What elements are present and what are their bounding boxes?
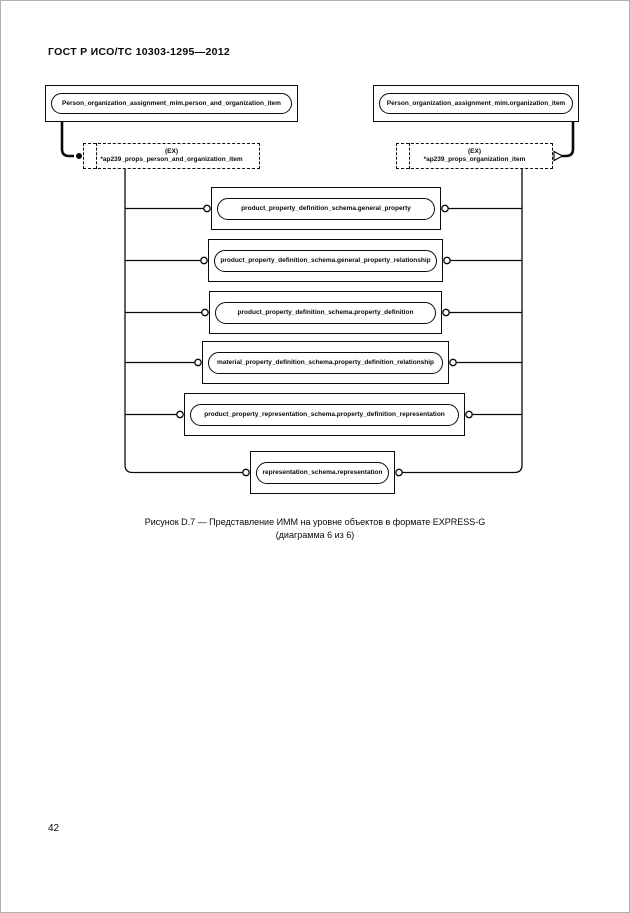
arrow-connector-icon [553, 150, 564, 162]
ref-tag: (EX) [468, 147, 481, 155]
ball-connector-icon [76, 153, 82, 159]
stadium-shape: material_property_definition_schema.prop… [208, 351, 443, 374]
page-number: 42 [48, 823, 60, 834]
stadium-shape: representation_schema.representation [256, 461, 389, 484]
stadium-shape: product_property_representation_schema.p… [190, 403, 459, 426]
stadium-shape: product_property_definition_schema.gener… [214, 249, 437, 272]
stadium-shape: Person_organization_assignment_mim.perso… [51, 93, 292, 114]
entity-node-general-property-relationship: product_property_definition_schema.gener… [208, 239, 443, 282]
ref-tag: (EX) [165, 147, 178, 155]
entity-label: product_property_definition_schema.prope… [237, 309, 414, 316]
entity-label: material_property_definition_schema.prop… [216, 359, 435, 366]
ref-label: *ap239_props_organization_item [423, 156, 526, 163]
entity-node-person-and-organization-item: Person_organization_assignment_mim.perso… [45, 85, 298, 122]
figure-caption: Рисунок D.7 — Представление ИММ на уровн… [1, 516, 629, 542]
entity-label: Person_organization_assignment_mim.organ… [386, 100, 566, 107]
entity-node-general-property: product_property_definition_schema.gener… [211, 187, 441, 230]
entity-label: product_property_definition_schema.gener… [220, 257, 431, 264]
entity-node-property-definition-representation: product_property_representation_schema.p… [184, 393, 465, 436]
entity-node-organization-item: Person_organization_assignment_mim.organ… [373, 85, 579, 122]
entity-label: representation_schema.representation [262, 469, 383, 476]
figure-caption-line1: Рисунок D.7 — Представление ИММ на уровн… [144, 517, 486, 527]
entity-node-representation: representation_schema.representation [250, 451, 395, 494]
page-ref-circles [176, 204, 473, 477]
stadium-shape: Person_organization_assignment_mim.organ… [379, 93, 573, 114]
ref-box-ap239-props-person-and-organization-item: (EX) *ap239_props_person_and_organizatio… [83, 143, 260, 169]
entity-label: product_property_definition_schema.gener… [241, 205, 411, 212]
ref-box-divider [96, 143, 97, 169]
stadium-shape: product_property_definition_schema.prope… [215, 301, 436, 324]
ref-label: *ap239_props_person_and_organization_ite… [100, 156, 243, 163]
ref-box-divider [409, 143, 410, 169]
document-title: ГОСТ Р ИСО/ТС 10303-1295—2012 [48, 46, 231, 58]
ref-box-ap239-props-organization-item: (EX) *ap239_props_organization_item [396, 143, 553, 169]
figure-caption-line2: (диаграмма 6 из 6) [275, 530, 355, 540]
entity-label: Person_organization_assignment_mim.perso… [62, 100, 281, 107]
entity-node-property-definition-relationship: material_property_definition_schema.prop… [202, 341, 449, 384]
entity-node-property-definition: product_property_definition_schema.prope… [209, 291, 442, 334]
stadium-shape: product_property_definition_schema.gener… [217, 197, 435, 220]
entity-label: product_property_representation_schema.p… [204, 411, 445, 418]
